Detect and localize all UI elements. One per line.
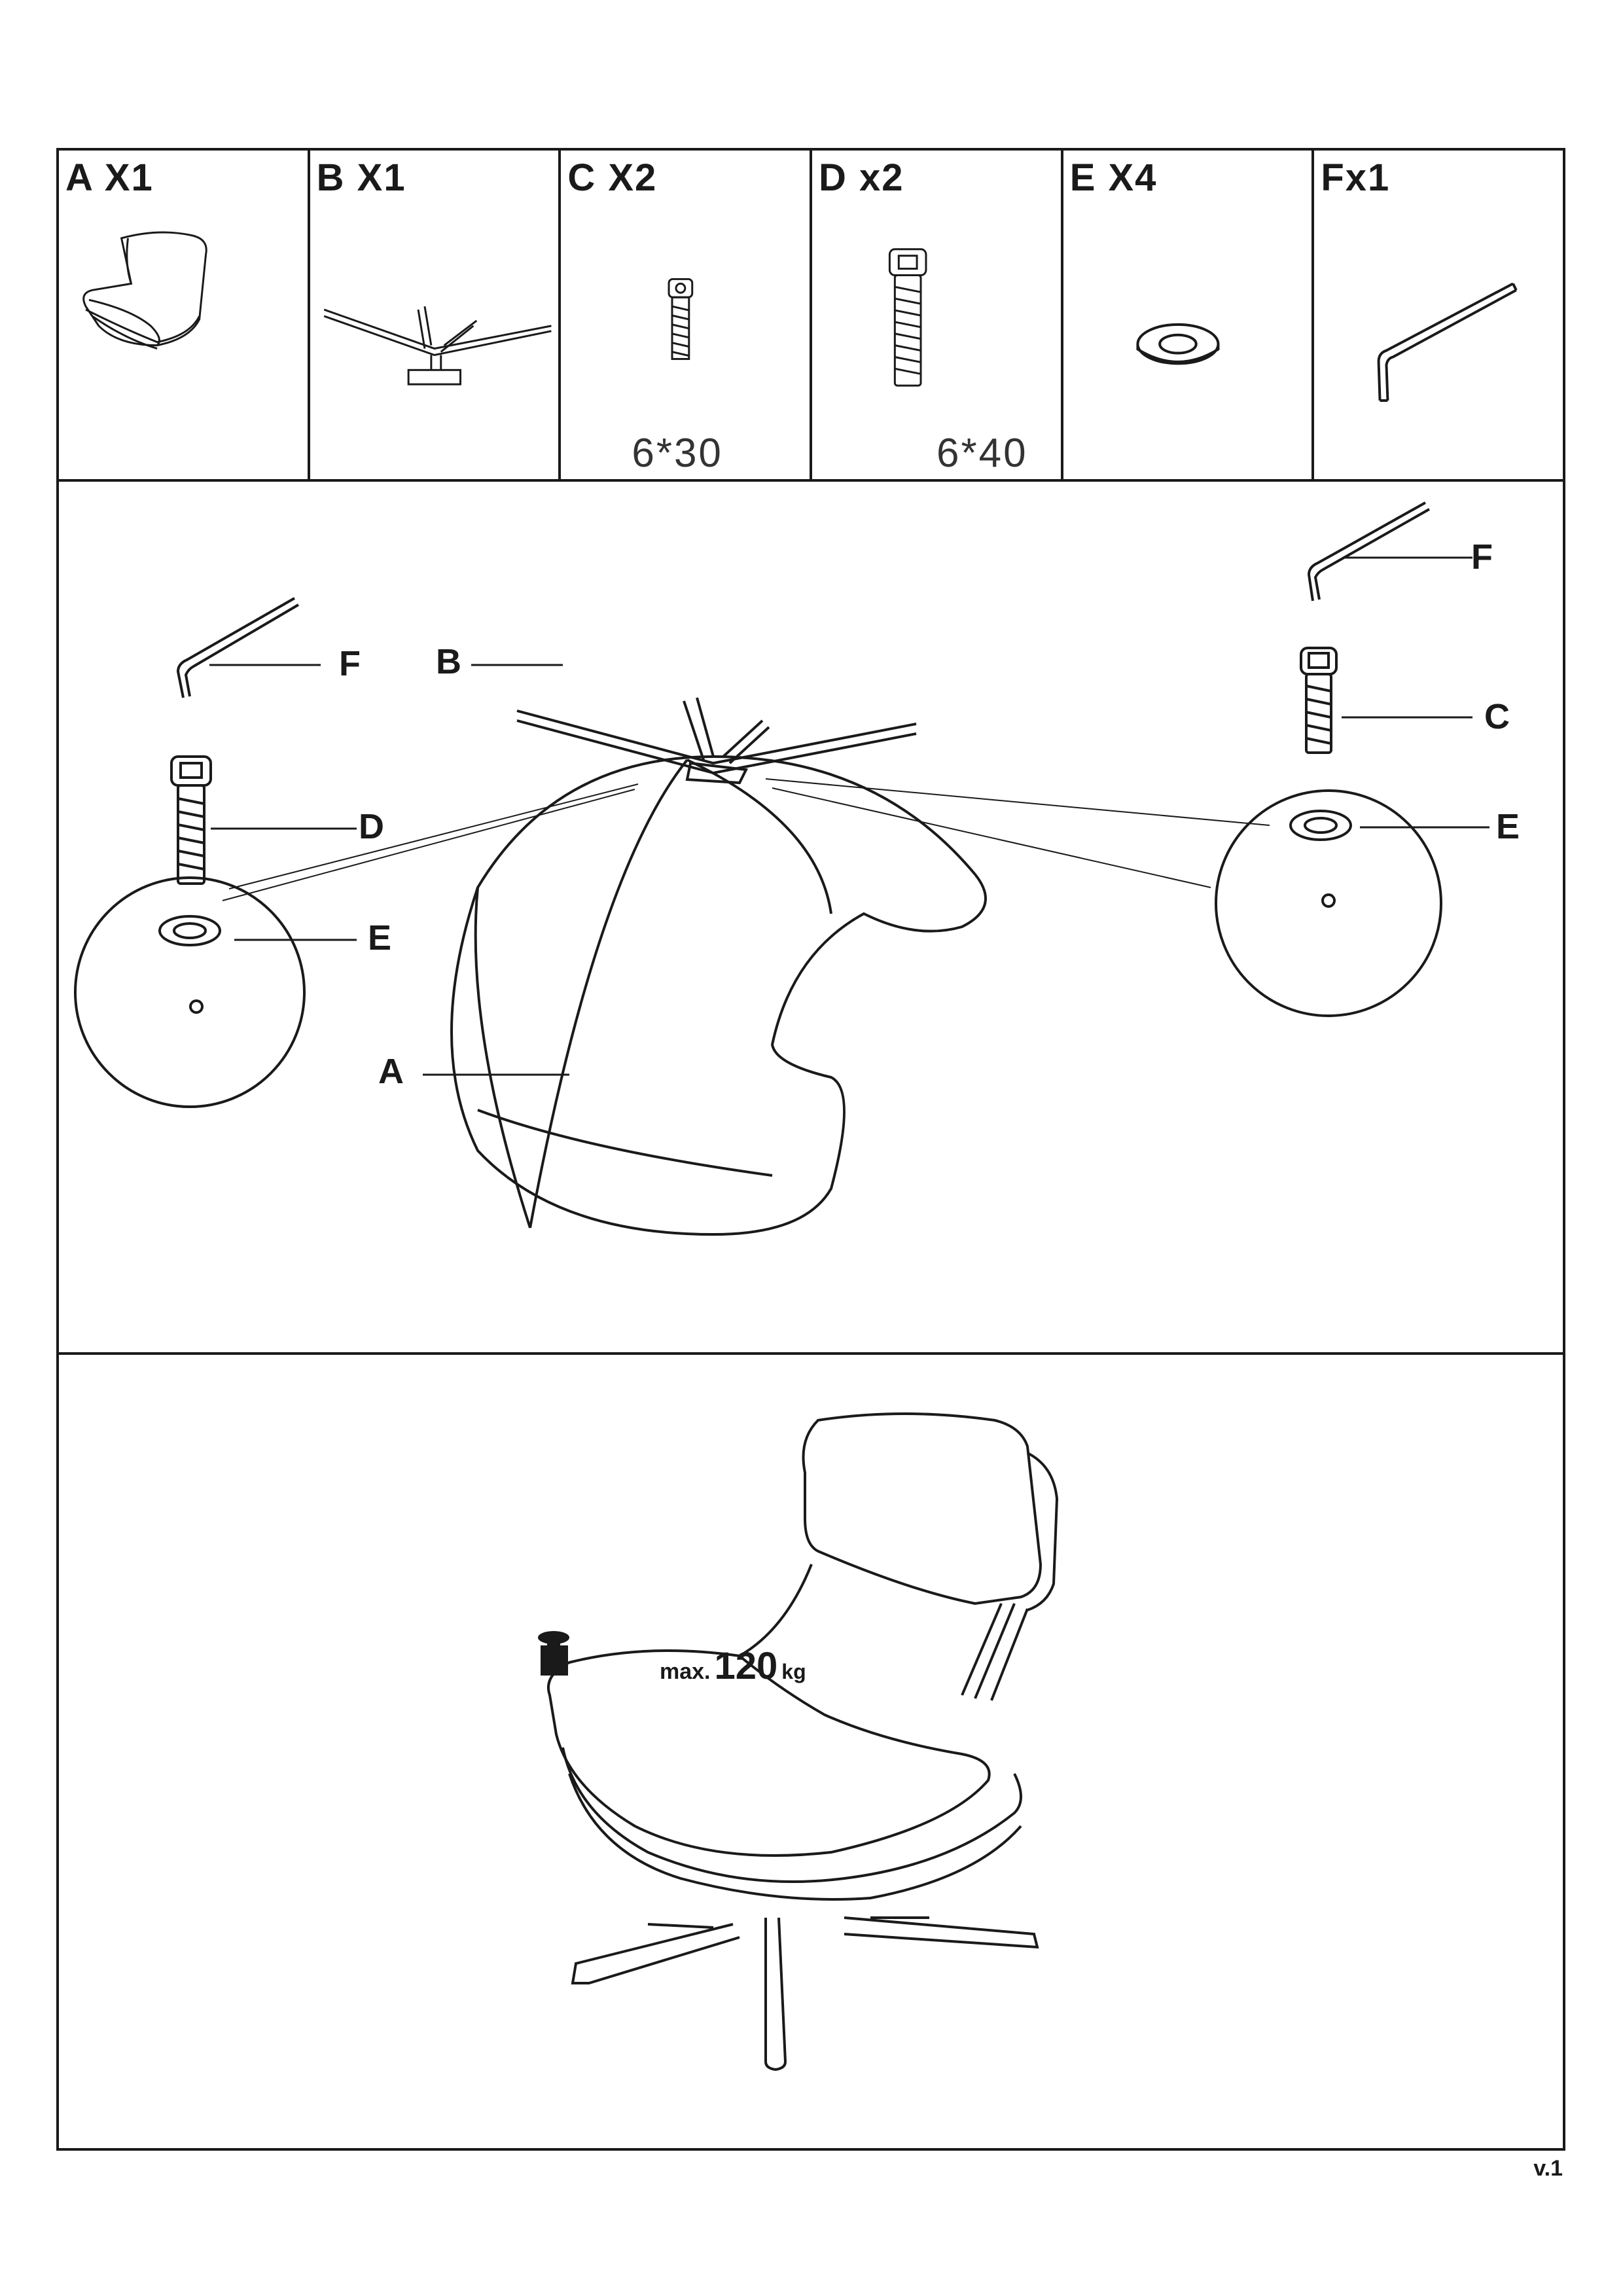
callout-a: A xyxy=(378,1052,404,1091)
part-b-label: B X1 xyxy=(316,156,406,199)
bolt-long-icon xyxy=(888,248,927,387)
part-a-cell: A X1 xyxy=(59,151,310,479)
part-d-label: D x2 xyxy=(819,156,904,199)
part-b-cell: B X1 xyxy=(310,151,562,479)
chair-shell-icon xyxy=(82,231,207,350)
base-drawing xyxy=(516,709,917,775)
washer-icon xyxy=(1136,323,1220,365)
part-f-label: Fx1 xyxy=(1321,156,1391,199)
bolt-short-icon xyxy=(668,278,694,360)
part-a-label: A X1 xyxy=(65,156,154,199)
swivel-base-icon xyxy=(323,306,552,386)
part-d-cell: D x2 6*40 xyxy=(812,151,1063,479)
callout-b: B xyxy=(436,642,461,681)
callout-e-right: E xyxy=(1496,807,1520,846)
max-load-label: max. 120 kg xyxy=(651,1644,806,1688)
max-load-prefix: max. xyxy=(660,1659,711,1684)
version-label: v.1 xyxy=(1533,2156,1563,2181)
instruction-frame: A X1 B X1 xyxy=(56,148,1565,2151)
callout-c: C xyxy=(1484,697,1510,736)
chair-shell-drawing xyxy=(450,755,987,1236)
part-d-size: 6*40 xyxy=(936,431,1028,476)
parts-list: A X1 B X1 xyxy=(59,151,1563,482)
part-f-cell: Fx1 xyxy=(1314,151,1563,479)
weight-icon xyxy=(538,1631,569,1676)
part-c-cell: C X2 6*30 xyxy=(561,151,813,479)
zoom-circle-right xyxy=(1215,789,1442,1017)
assembly-drawing xyxy=(74,501,1489,1236)
callout-f-left: F xyxy=(339,644,361,683)
part-e-label: E X4 xyxy=(1069,156,1158,199)
callout-f-right: F xyxy=(1471,537,1493,577)
assembled-chair-drawing xyxy=(538,1412,1059,2072)
part-c-label: C X2 xyxy=(567,156,658,199)
max-load-value: 120 xyxy=(714,1645,778,1687)
allen-key-icon xyxy=(1377,282,1518,402)
zoom-circle-left xyxy=(74,876,306,1108)
part-c-size: 6*30 xyxy=(632,431,723,476)
callout-e-left: E xyxy=(368,918,392,958)
callout-d: D xyxy=(359,807,384,846)
part-e-cell: E X4 xyxy=(1063,151,1315,479)
assembled-chair-panel: max. 120 kg xyxy=(59,1355,1563,2148)
max-load-unit: kg xyxy=(781,1660,806,1683)
assembly-diagram: F F B C D E E A xyxy=(59,482,1563,1355)
